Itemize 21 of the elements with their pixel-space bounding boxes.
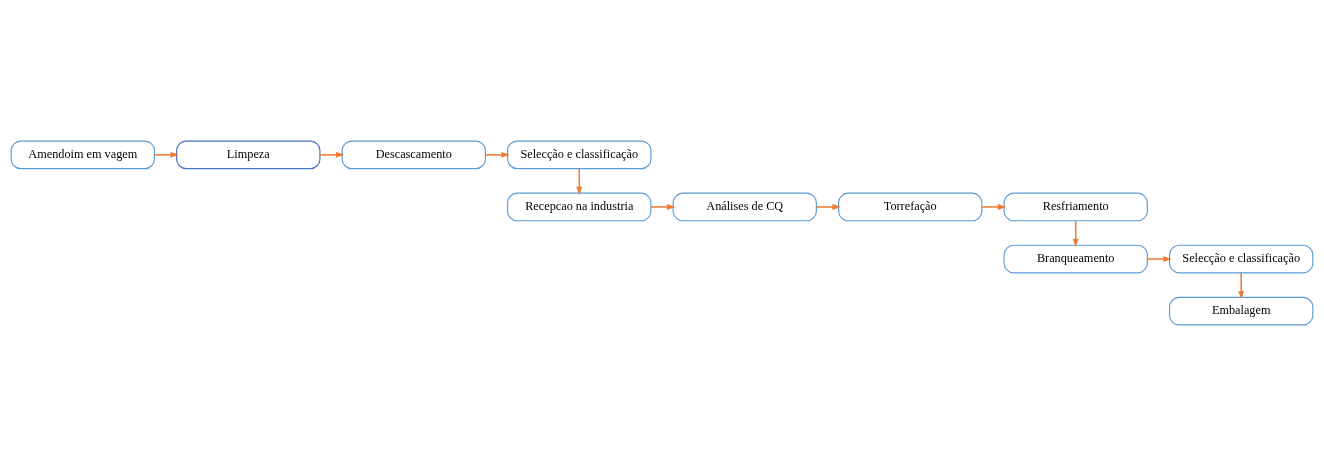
node-box: Embalagem [1169,296,1314,326]
arrow [815,204,841,210]
arrow [576,168,583,196]
node-box: Resfriamento [1003,192,1148,222]
arrow [1238,272,1245,300]
node-box: Branqueamento [1003,244,1148,274]
node-box: Descascamento [341,140,486,170]
arrow [319,151,345,158]
node-box: Selecção e classificação [1169,244,1314,274]
arrow [1072,220,1079,248]
node-box: Torrefação [838,192,983,222]
node-box: Amendoim em vagem [10,140,155,170]
node-box: Limpeza [176,140,321,170]
arrow [484,151,510,158]
arrow [153,151,179,158]
arrow [1146,256,1172,262]
arrow [650,204,676,210]
node-box: Recepcao na industria [507,192,652,222]
arrow [981,204,1007,210]
node-box: Selecção e classificação [507,140,652,170]
node-box: Análises de CQ [672,192,817,222]
